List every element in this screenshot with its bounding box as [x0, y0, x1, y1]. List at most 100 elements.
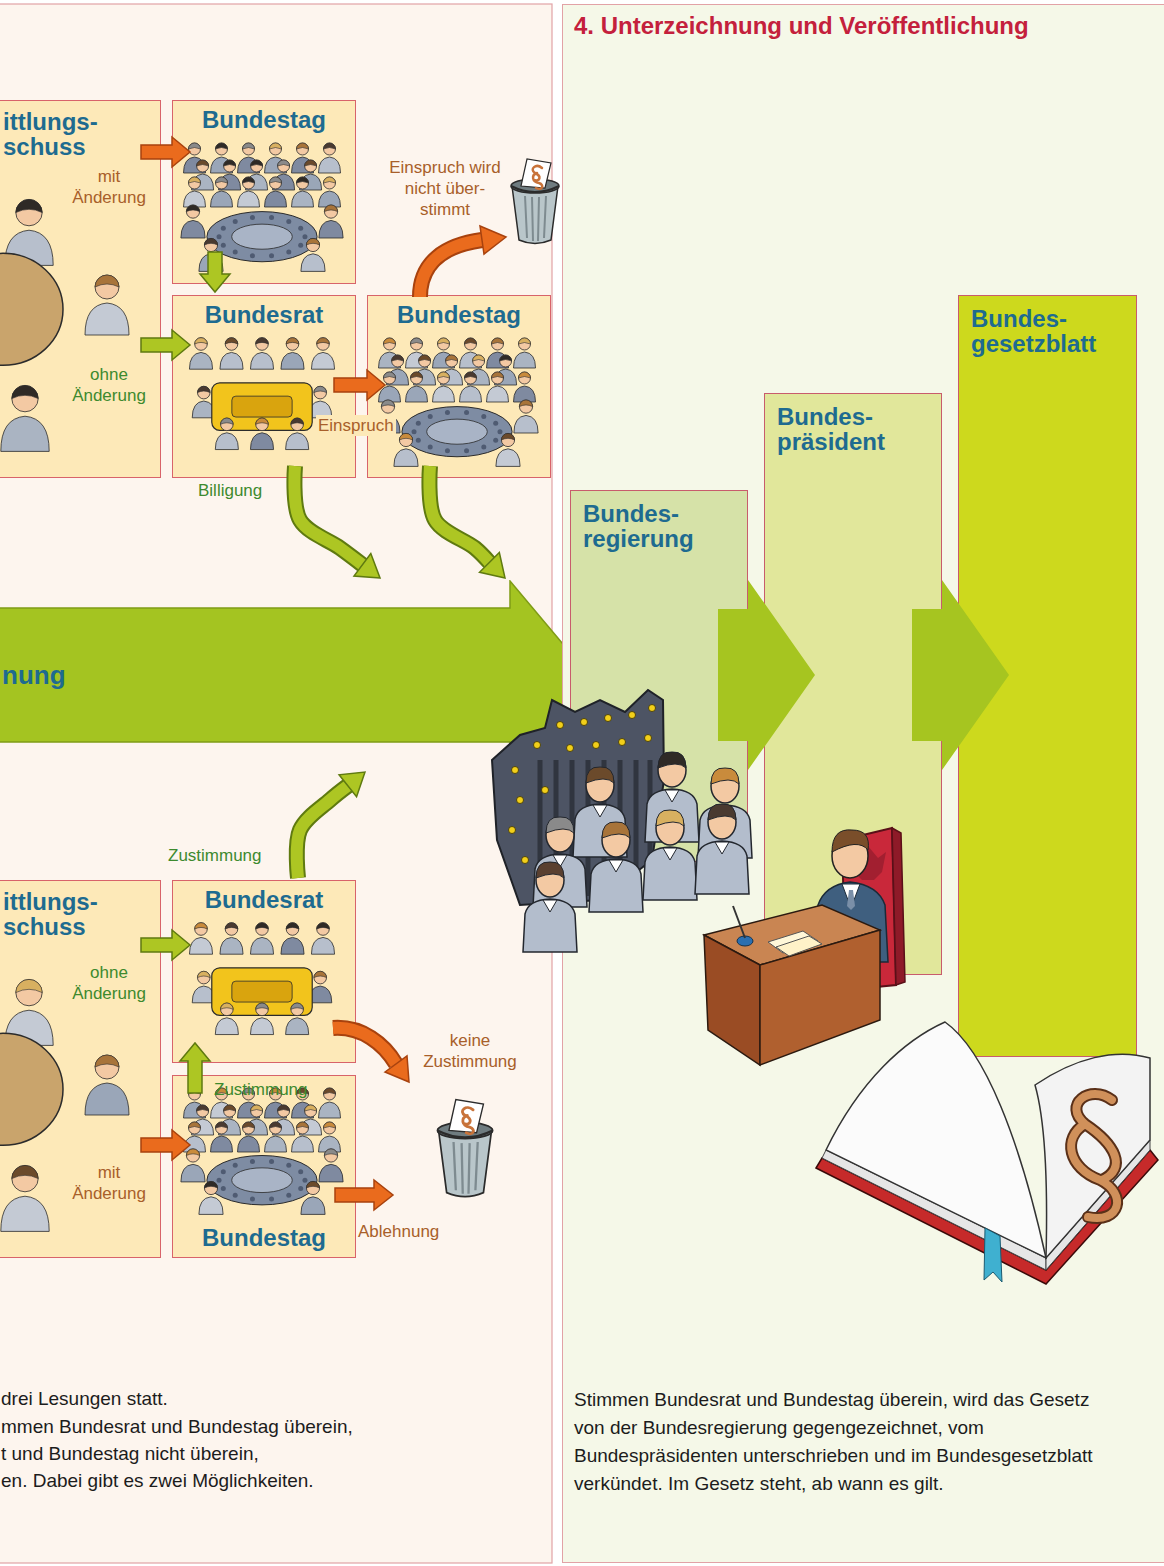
seat — [481, 414, 486, 419]
flow-arrow — [141, 330, 190, 360]
person-head — [306, 238, 319, 251]
person-hair — [324, 1149, 337, 1156]
body-text: t und Bundestag nicht überein, — [1, 1440, 259, 1468]
seat — [412, 429, 417, 434]
node-title: Bundestag — [173, 105, 355, 135]
person-hair — [204, 238, 217, 245]
person-hair — [16, 979, 42, 992]
edge-label: ohne Änderung — [63, 962, 155, 1004]
person-head — [189, 1122, 201, 1134]
body-text: en. Dabei gibt es zwei Möglichkeiten. — [1, 1467, 314, 1495]
person-head — [95, 275, 119, 299]
stage-arrow — [912, 580, 1009, 770]
federal-president-figure — [704, 828, 905, 1065]
label-anchor: t und Bundestag nicht überein, — [1, 1440, 259, 1468]
person-hair — [324, 177, 336, 183]
person-head — [519, 338, 531, 350]
crowd-group — [0, 199, 129, 451]
connector — [141, 137, 190, 167]
person-hair — [278, 1105, 290, 1111]
arrow-heads — [339, 772, 365, 797]
person-body — [211, 191, 233, 207]
seat — [221, 1186, 226, 1191]
label-anchor: Ablehnung — [358, 1221, 439, 1242]
council-table — [212, 383, 312, 431]
federal-government-figure-part-part — [649, 705, 656, 712]
person-hair — [446, 355, 458, 361]
person-body — [250, 1018, 273, 1035]
federal-president-figure-part — [847, 890, 855, 910]
person-body — [292, 1136, 314, 1152]
seat — [428, 444, 433, 449]
person-body — [181, 220, 205, 238]
flow-arrow — [141, 137, 190, 167]
person-body — [292, 191, 314, 207]
person-hair — [197, 1105, 209, 1111]
node-title: Bundesrat — [173, 885, 355, 915]
person-head — [16, 199, 42, 225]
person-head — [392, 355, 404, 367]
person-hair — [256, 923, 269, 929]
person-hair — [189, 143, 201, 149]
seat — [221, 1169, 226, 1174]
person-head — [197, 386, 210, 399]
person-head — [270, 177, 282, 189]
person-head — [324, 1088, 336, 1100]
flow-arrow — [180, 1043, 210, 1093]
person-head — [270, 143, 282, 155]
person-head — [243, 177, 255, 189]
person-head — [317, 338, 330, 351]
person-hair — [12, 385, 38, 398]
bundesrat-box: Bundesrat — [172, 295, 356, 478]
person-head — [204, 238, 217, 251]
person-hair — [186, 1149, 199, 1156]
person-body — [265, 1136, 287, 1152]
person-hair — [243, 143, 255, 149]
person-body — [265, 191, 287, 207]
person-head — [324, 177, 336, 189]
label-anchor: ohne Änderung — [63, 962, 155, 1004]
flow-arrow-line — [294, 466, 362, 565]
discard-arrow-part — [333, 1028, 396, 1064]
person-head — [12, 1165, 38, 1191]
person-hair — [384, 372, 396, 378]
person-body — [215, 433, 238, 450]
label-anchor: mit Änderung — [63, 1162, 155, 1204]
person-body — [406, 386, 428, 402]
seat — [250, 1159, 255, 1164]
person-hair — [195, 923, 208, 929]
person-hair — [324, 205, 337, 212]
panel-text: 4. Unterzeichnung und Veröffentlichung — [574, 12, 1029, 40]
person-hair — [411, 372, 423, 378]
person-hair — [473, 355, 485, 361]
node-title: ittlungs- schuss — [3, 109, 123, 159]
stage-arrow — [718, 580, 815, 770]
council-table — [232, 396, 292, 417]
federal-government-figure-part-part — [593, 742, 600, 749]
seat — [217, 234, 222, 239]
discard-arrow-part — [335, 1180, 393, 1210]
edge-label: Billigung — [198, 480, 262, 501]
person-head — [306, 1181, 319, 1194]
seat — [416, 438, 421, 443]
discard-arrow — [420, 226, 506, 297]
person-hair — [324, 143, 336, 149]
person-body — [394, 449, 418, 467]
person-hair — [243, 177, 255, 183]
flow-arrow-line — [429, 466, 489, 562]
person-body — [238, 191, 260, 207]
seat — [298, 1186, 303, 1191]
discard-arrow-part — [420, 240, 482, 297]
person-body — [220, 352, 243, 369]
person-head — [270, 1122, 282, 1134]
seat — [493, 438, 498, 443]
plenary-floor — [207, 1156, 317, 1205]
federal-government-figure-part-part — [567, 745, 574, 752]
person-hair — [314, 386, 327, 392]
seat — [233, 1163, 238, 1168]
edge-label: Zustimmung — [214, 1079, 308, 1100]
person-head — [225, 923, 238, 936]
connector — [180, 1043, 210, 1093]
seat — [286, 249, 291, 254]
person-hair — [306, 1181, 319, 1188]
